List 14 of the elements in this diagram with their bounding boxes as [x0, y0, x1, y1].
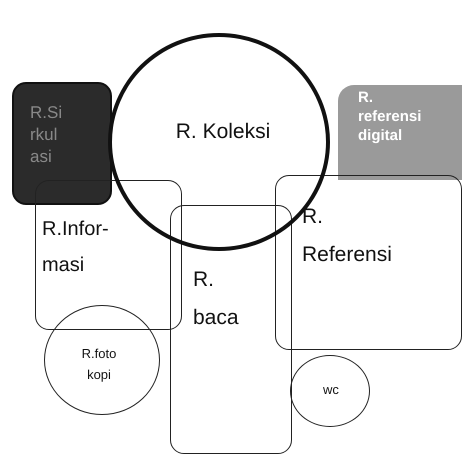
room-label: R. baca — [193, 267, 240, 331]
room-label: R. referensi digital — [358, 89, 422, 146]
room-box — [170, 205, 292, 454]
room-label: R.Si rkul asi — [30, 102, 64, 168]
room-box — [275, 175, 462, 350]
room-block — [338, 85, 462, 180]
room-box — [35, 180, 182, 330]
room-label: R.foto kopi — [80, 345, 118, 384]
room-label: R.Infor- masi — [42, 217, 110, 278]
room-circle — [44, 305, 160, 415]
room-label: wc — [322, 382, 340, 398]
room-block — [12, 82, 112, 205]
room-label: R. Koleksi — [174, 119, 272, 144]
room-circle — [290, 355, 370, 427]
